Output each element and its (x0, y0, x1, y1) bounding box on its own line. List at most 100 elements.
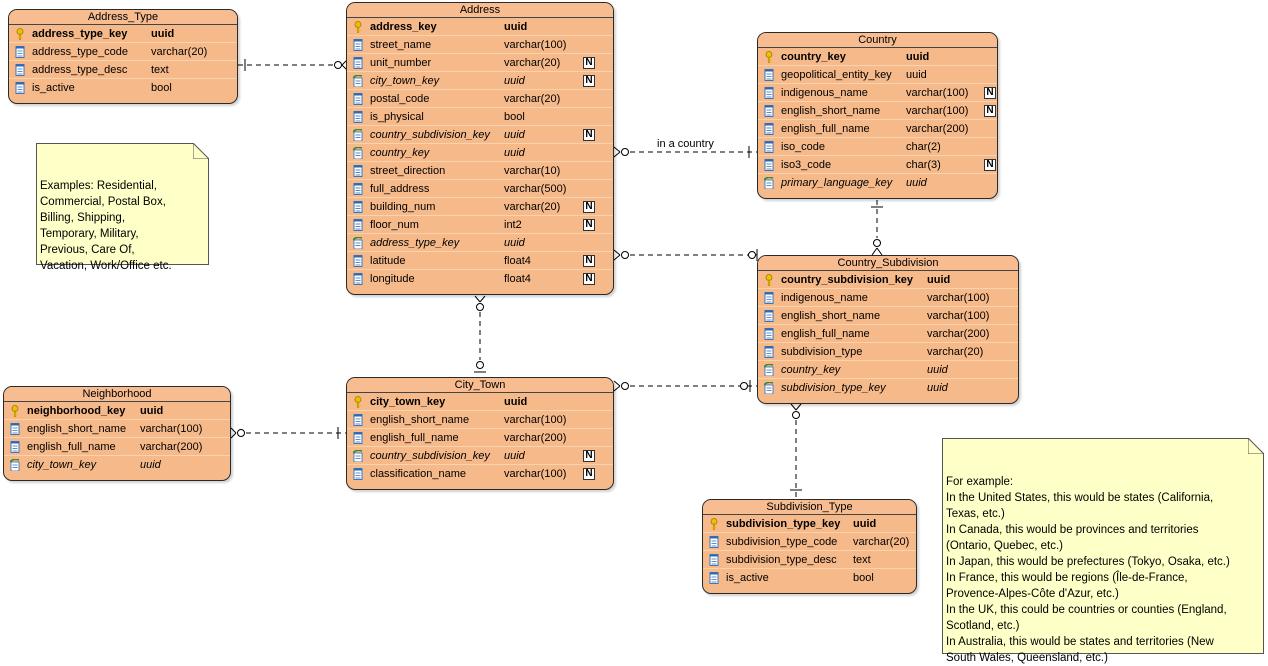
column-type: uuid (927, 382, 948, 394)
column-name: geopolitical_entity_key (781, 69, 892, 81)
column-type: uuid (504, 75, 525, 87)
column-name: primary_language_key (781, 177, 893, 189)
relationship-label: in a country (657, 138, 714, 150)
column-type: uuid (504, 237, 525, 249)
key-icon (765, 51, 773, 63)
column-type: varchar(100) (504, 39, 567, 51)
foreign-key-icon (10, 459, 20, 471)
column-name: is_physical (370, 111, 424, 123)
column-name: floor_num (370, 219, 419, 231)
column-name: country_subdivision_key (370, 450, 490, 462)
column-type: varchar(100) (927, 292, 990, 304)
column-type: uuid (140, 405, 164, 417)
note-text: Examples: Residential, Commercial, Posta… (40, 180, 172, 272)
nullable-badge: N (583, 219, 595, 231)
column-name: subdivision_type (781, 346, 863, 358)
foreign-key-icon (353, 450, 363, 462)
column-name: city_town_key (370, 75, 440, 87)
entity-title: Neighborhood (4, 387, 230, 402)
key-icon (16, 28, 24, 40)
column-row[interactable]: neighborhood_key uuid (4, 402, 230, 420)
column-name: neighborhood_key (27, 405, 126, 417)
column-icon (709, 572, 719, 584)
column-icon (353, 39, 363, 51)
column-icon (353, 165, 363, 177)
nullable-badge: N (984, 87, 996, 99)
column-type: varchar(100) (140, 423, 203, 435)
nullable-badge: N (583, 273, 595, 285)
column-name: is_active (32, 82, 75, 94)
note-address-type-examples: Examples: Residential, Commercial, Posta… (36, 143, 209, 272)
entity-neighborhood[interactable]: Neighborhood neighborhood_key uuid english_… (3, 386, 231, 481)
column-name: subdivision_type_key (726, 518, 841, 530)
column-type: float4 (504, 273, 531, 285)
column-icon (709, 536, 719, 548)
column-name: latitude (370, 255, 406, 267)
column-name: english_full_name (781, 328, 870, 340)
column-type: text (853, 554, 871, 566)
column-icon (764, 159, 774, 171)
column-type: float4 (504, 255, 531, 267)
column-type: varchar(100) (504, 414, 567, 426)
column-type: text (151, 64, 169, 76)
note-subdivision-examples: For example: In the United States, this … (942, 438, 1264, 664)
column-type: varchar(20) (504, 57, 561, 69)
column-name: city_town_key (27, 459, 97, 471)
nullable-badge: N (984, 159, 996, 171)
key-icon (354, 396, 362, 408)
column-icon (353, 57, 363, 69)
